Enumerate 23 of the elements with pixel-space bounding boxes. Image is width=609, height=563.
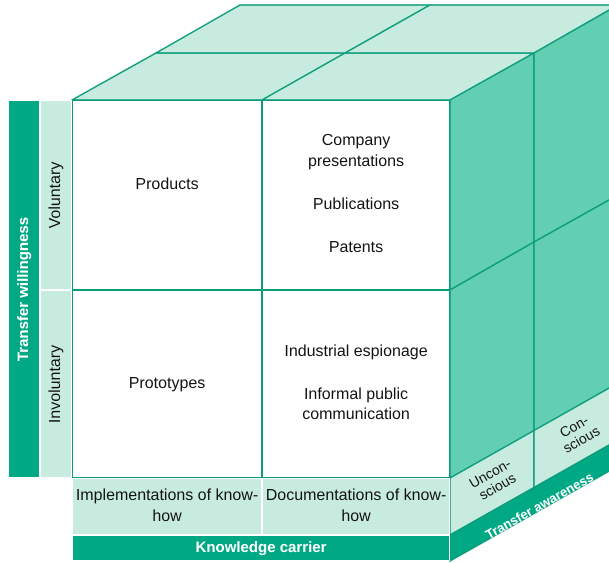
cell-text: Company presentations	[306, 131, 406, 172]
axis-band	[72, 535, 450, 561]
row-header	[40, 290, 72, 478]
column-label: Implementations of know-how	[74, 486, 260, 526]
axis-title: Transfer willingness	[14, 216, 34, 362]
cell-text: Publications	[312, 195, 400, 215]
row-header	[40, 100, 72, 290]
matrix-cell	[262, 290, 450, 478]
axis-title: Knowledge carrier	[196, 538, 326, 558]
matrix-cell	[72, 100, 262, 290]
cell-text: Informal public communication	[301, 384, 411, 426]
axis-band	[8, 100, 40, 478]
row-label: Voluntary	[46, 162, 65, 228]
column-label: Documentations of know-how	[264, 486, 448, 526]
column-header	[72, 478, 262, 535]
row-label: Involuntary	[46, 344, 65, 424]
cell-text: Patents	[328, 238, 384, 258]
matrix-cell	[262, 100, 450, 290]
cell-text: Products	[135, 174, 199, 195]
cell-text: Industrial espionage	[284, 342, 428, 362]
matrix-cell	[72, 290, 262, 478]
column-header	[262, 478, 450, 535]
cell-text: Prototypes	[128, 374, 206, 394]
